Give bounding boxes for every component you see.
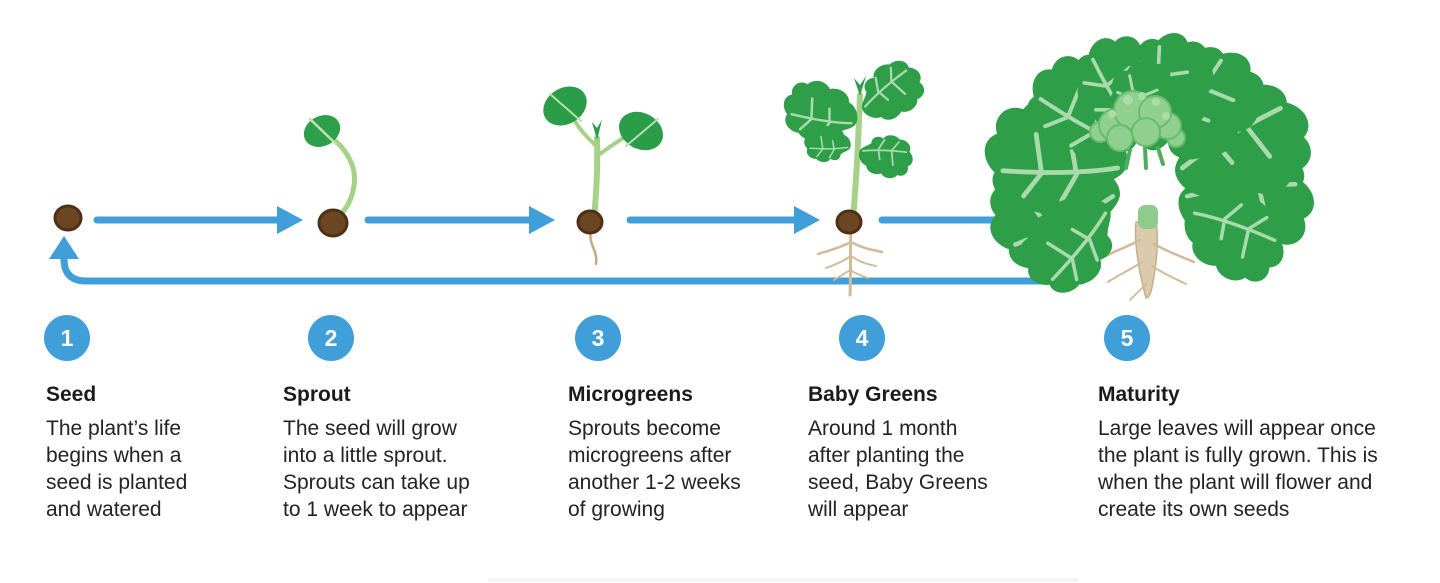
step-number-badge: 4 — [839, 315, 885, 361]
step-title: Sprout — [283, 383, 351, 406]
lifecycle-step-sprout: Sprout The seed will grow into a little … — [283, 381, 483, 523]
lifecycle-step-microgreens: Microgreens Sprouts become microgreens a… — [568, 381, 758, 523]
lifecycle-step-baby-greens: Baby Greens Around 1 month after plantin… — [808, 381, 1000, 523]
step-description: Large leaves will appear once the plant … — [1098, 417, 1378, 521]
baby-greens-icon — [772, 51, 934, 297]
step-title: Maturity — [1098, 383, 1180, 406]
step-description: Sprouts become microgreens after another… — [568, 417, 741, 521]
step-description: Around 1 month after planting the seed, … — [808, 417, 988, 521]
page-bottom-divider — [488, 578, 1078, 582]
step-description: The plant’s life begins when a seed is p… — [46, 417, 188, 521]
forward-arrow-icon — [626, 206, 820, 234]
lifecycle-step-seed: Seed The plant’s life begins when a seed… — [46, 381, 206, 523]
step-title: Seed — [46, 383, 97, 406]
step-title: Baby Greens — [808, 383, 938, 406]
sprout-icon — [303, 115, 357, 238]
step-title: Microgreens — [568, 383, 693, 406]
lifecycle-illustration — [49, 21, 1440, 310]
step-number-badge: 3 — [575, 315, 621, 361]
cycle-return-arrow-icon — [49, 236, 1086, 285]
step-description: The seed will grow into a little sprout.… — [283, 417, 470, 521]
step-number-badge: 2 — [308, 315, 354, 361]
microgreens-icon — [543, 86, 663, 266]
seed-icon — [53, 204, 83, 232]
step-number-badge: 1 — [44, 315, 90, 361]
step-number-badge: 5 — [1104, 315, 1150, 361]
lifecycle-step-maturity: Maturity Large leaves will appear once t… — [1098, 381, 1403, 523]
broccoli-head-icon — [1089, 90, 1186, 170]
mature-plant-icon — [972, 21, 1323, 310]
forward-arrow-icon — [364, 206, 555, 234]
forward-arrow-icon — [93, 206, 303, 234]
